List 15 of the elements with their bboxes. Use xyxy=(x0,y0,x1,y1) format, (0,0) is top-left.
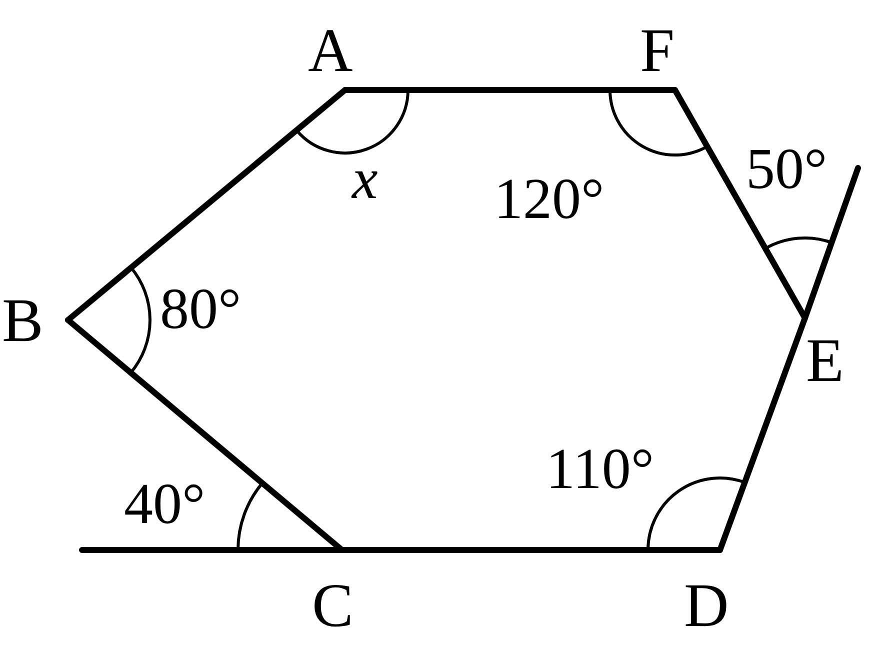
vertex-label: F xyxy=(640,20,674,82)
polygon-side xyxy=(65,87,348,323)
angle-label: 50° xyxy=(746,140,828,198)
polygon-side xyxy=(717,315,808,553)
angle-label: x xyxy=(352,150,378,208)
vertex-label: C xyxy=(312,575,354,637)
vertex-label: E xyxy=(806,330,844,392)
angle-label: 40° xyxy=(124,475,206,533)
vertex-label: D xyxy=(684,575,729,637)
vertex-label: A xyxy=(308,20,353,82)
angle-label: 80° xyxy=(160,280,242,338)
extension-line xyxy=(802,165,861,321)
angle-label: 110° xyxy=(546,440,654,498)
vertex-label: B xyxy=(2,290,44,352)
angle-label: 120° xyxy=(494,170,604,228)
